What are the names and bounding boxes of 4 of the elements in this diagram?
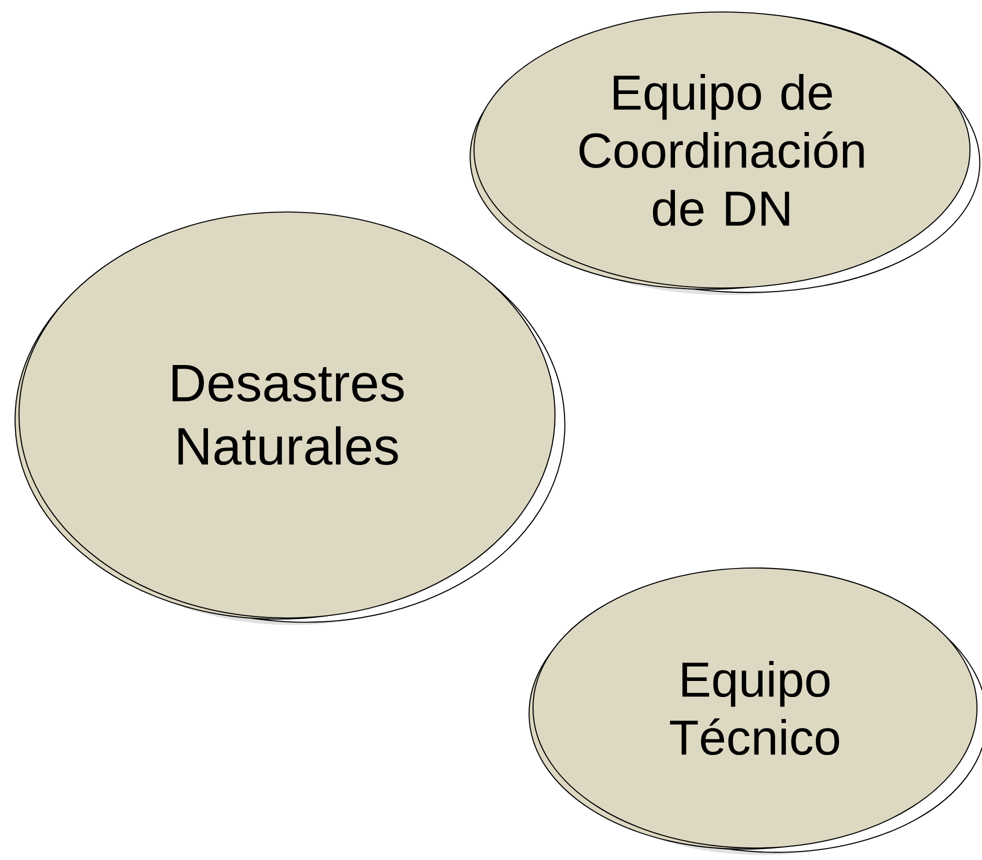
ellipse-bubble: Desastres Naturales bbox=[14, 211, 566, 625]
node-label: Equipo de Coordinación de DN bbox=[580, 74, 864, 226]
ellipse-bubble: Equipo Técnico bbox=[528, 567, 982, 855]
ellipse-bubble: Equipo de Coordinación de DN bbox=[470, 11, 980, 295]
